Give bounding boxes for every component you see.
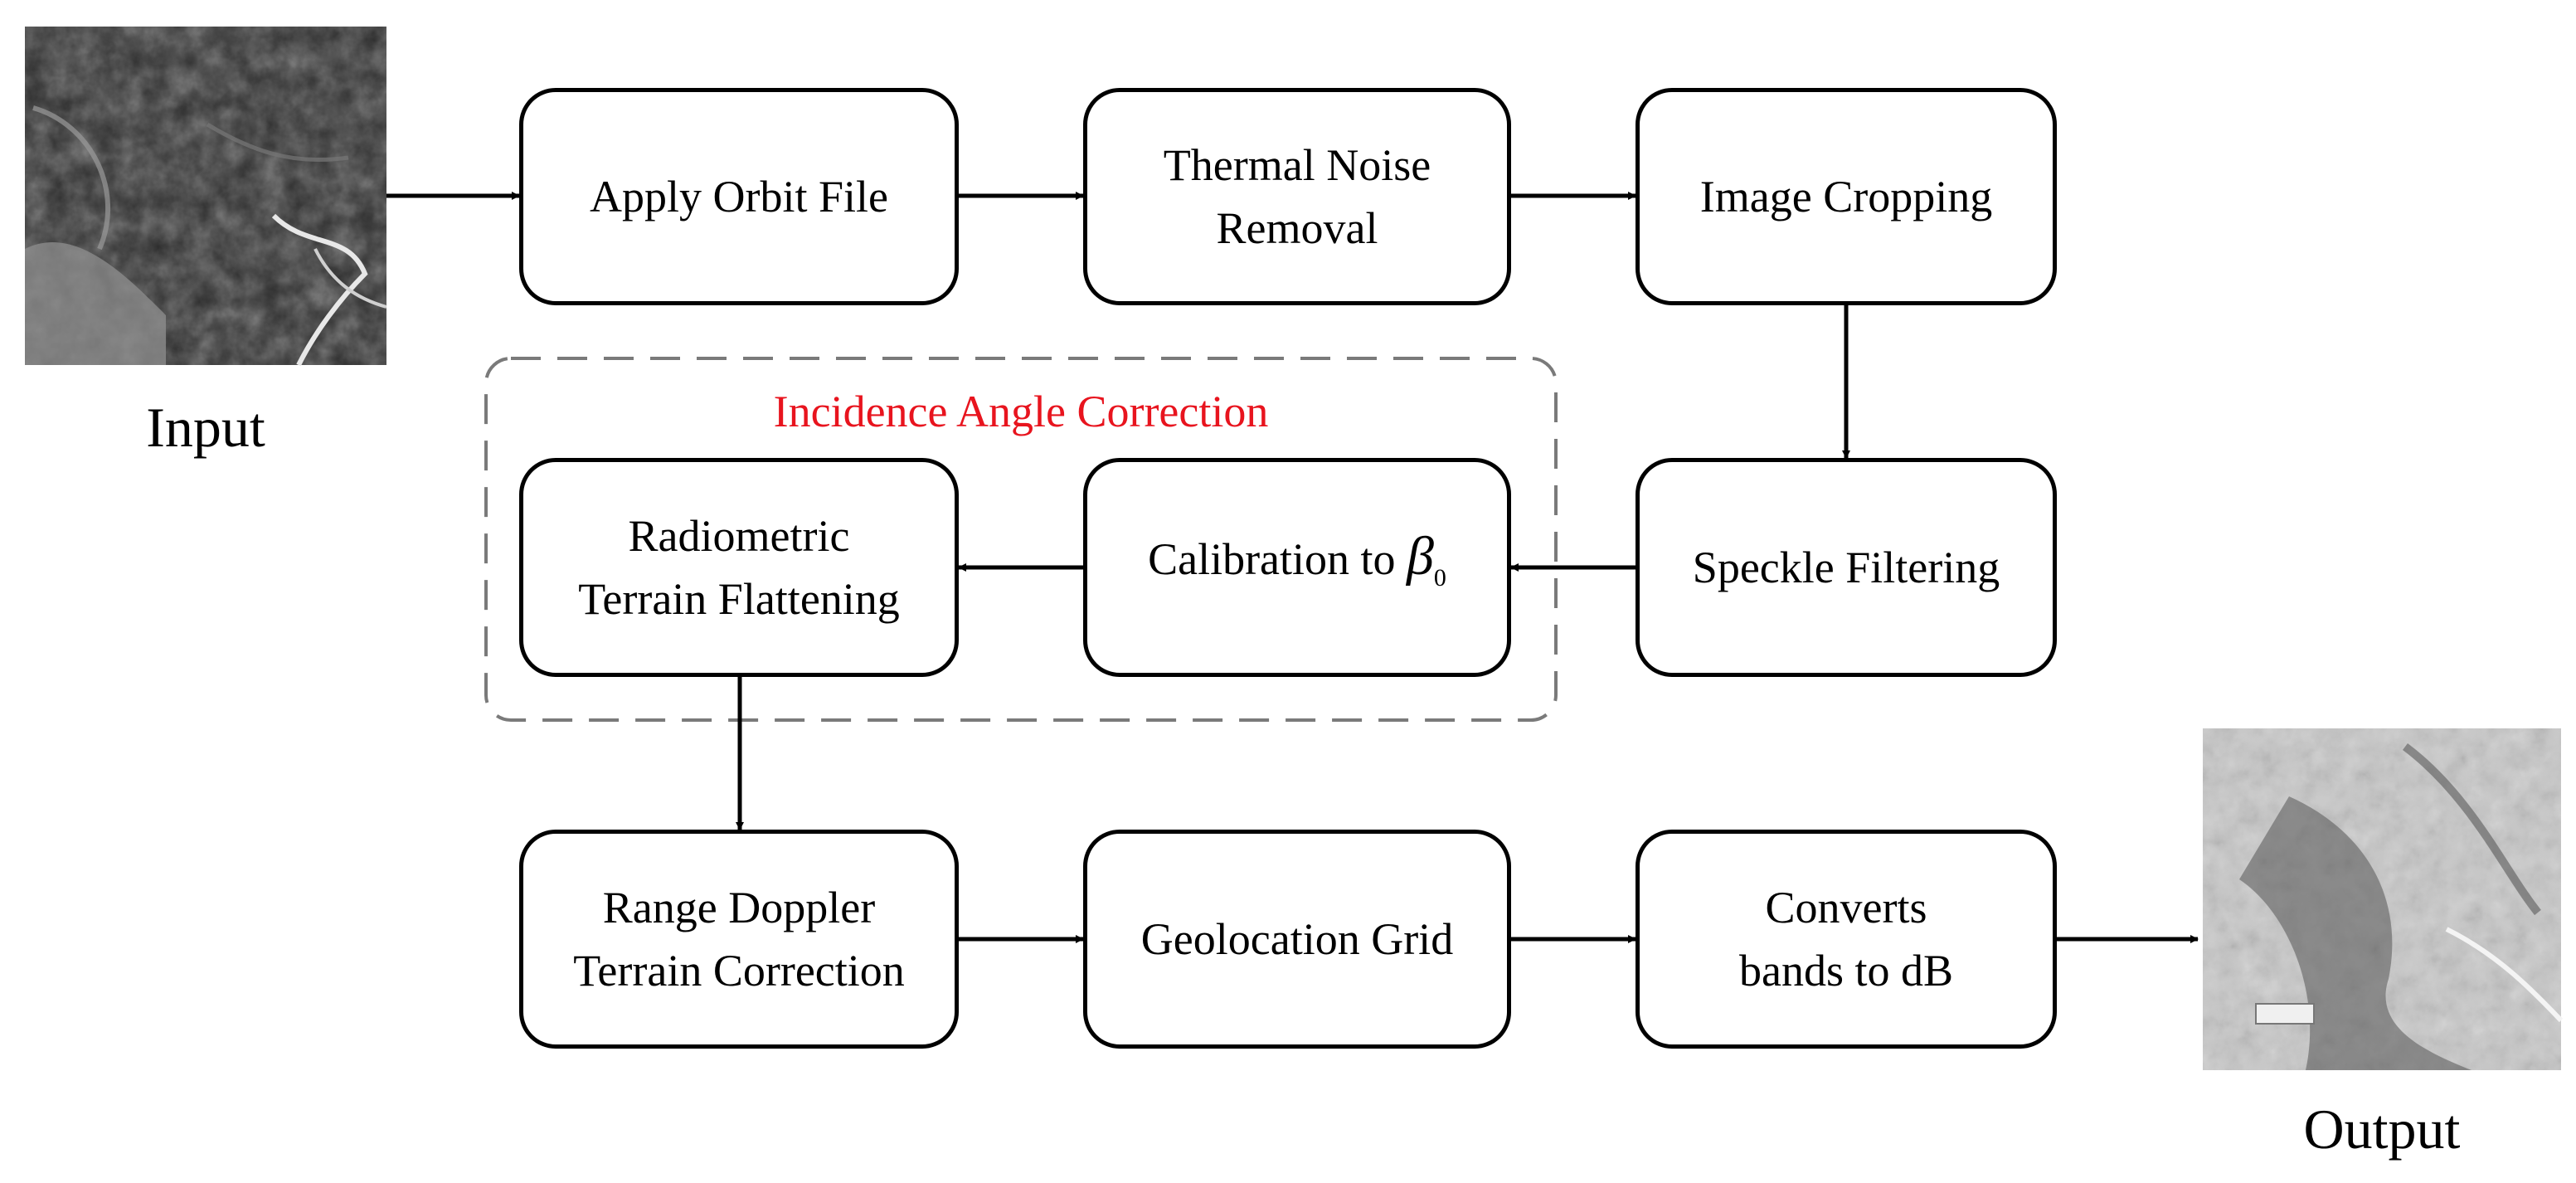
step-apply-orbit-file: Apply Orbit File <box>519 88 959 305</box>
output-label: Output <box>2303 1098 2461 1161</box>
input-image <box>25 27 387 367</box>
step-calibration-to-beta0: Calibration to β0 <box>1083 458 1511 677</box>
step-thermal-noise-removal: Thermal Noise Removal <box>1083 88 1511 305</box>
step-label-line-2: Removal <box>1216 203 1378 253</box>
step-label-line-1: Thermal Noise <box>1163 140 1431 190</box>
output-image <box>2203 728 2564 1070</box>
step-label-line-1: Radiometric <box>628 511 850 561</box>
step-range-doppler-terrain-correction: Range Doppler Terrain Correction <box>519 830 959 1049</box>
step-label: Image Cropping <box>1699 172 1993 222</box>
group-title: Incidence Angle Correction <box>773 387 1269 436</box>
step-speckle-filtering: Speckle Filtering <box>1636 458 2057 677</box>
step-radiometric-terrain-flattening: Radiometric Terrain Flattening <box>519 458 959 677</box>
step-label-line-2: Terrain Flattening <box>578 574 900 624</box>
step-label-line-2: bands to dB <box>1738 946 1953 996</box>
step-image-cropping: Image Cropping <box>1636 88 2057 305</box>
input-label: Input <box>146 396 265 459</box>
step-geolocation-grid: Geolocation Grid <box>1083 830 1511 1049</box>
step-converts-bands-to-db: Converts bands to dB <box>1636 830 2057 1049</box>
step-label: Speckle Filtering <box>1692 543 2000 592</box>
step-label-line-1: Range Doppler <box>602 883 876 932</box>
step-label-line-2: Terrain Correction <box>573 946 905 996</box>
beta-subscript: 0 <box>1433 564 1446 592</box>
step-label: Apply Orbit File <box>590 172 888 222</box>
beta-symbol: β <box>1407 526 1434 587</box>
incidence-angle-correction-group <box>484 357 1558 722</box>
step-label-line-1: Converts <box>1765 883 1927 932</box>
step-label: Calibration to <box>1148 534 1396 584</box>
step-label: Geolocation Grid <box>1140 914 1454 964</box>
